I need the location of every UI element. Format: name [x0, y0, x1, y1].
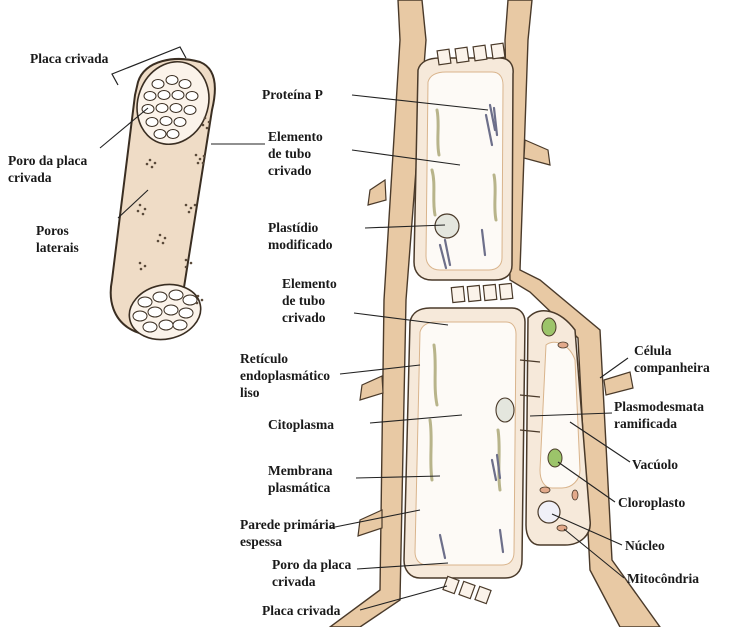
- label-parede-primaria: Parede primária espessa: [240, 516, 335, 550]
- label-membrana-plasmatica: Membrana plasmática: [268, 462, 333, 496]
- label-celula-companheira: Célula companheira: [634, 342, 710, 376]
- label-nucleo: Núcleo: [625, 537, 665, 554]
- label-plasmodesmata-ramificada: Plasmodesmata ramificada: [614, 398, 704, 432]
- label-mitocondria: Mitocôndria: [627, 570, 699, 587]
- label-placa-crivada-bottom: Placa crivada: [262, 602, 340, 619]
- label-elemento-tubo-crivado-1: Elemento de tubo crivado: [268, 128, 323, 179]
- label-poro-placa-crivada-bottom: Poro da placa crivada: [272, 556, 351, 590]
- isolated-sieve-element: [111, 47, 221, 346]
- label-poro-placa-crivada-top: Poro da placa crivada: [8, 152, 87, 186]
- label-placa-crivada-top: Placa crivada: [30, 50, 108, 67]
- label-poros-laterais: Poros laterais: [36, 222, 79, 256]
- label-citoplasma: Citoplasma: [268, 416, 334, 433]
- label-reticulo-endoplasmatico: Retículo endoplasmático liso: [240, 350, 330, 401]
- label-plastidio-modificado: Plastídio modificado: [268, 219, 333, 253]
- sieve-tube-section: [330, 0, 660, 627]
- label-proteina-p: Proteína P: [262, 86, 323, 103]
- label-vacuolo: Vacúolo: [632, 456, 678, 473]
- label-elemento-tubo-crivado-2: Elemento de tubo crivado: [282, 275, 337, 326]
- label-cloroplasto: Cloroplasto: [618, 494, 685, 511]
